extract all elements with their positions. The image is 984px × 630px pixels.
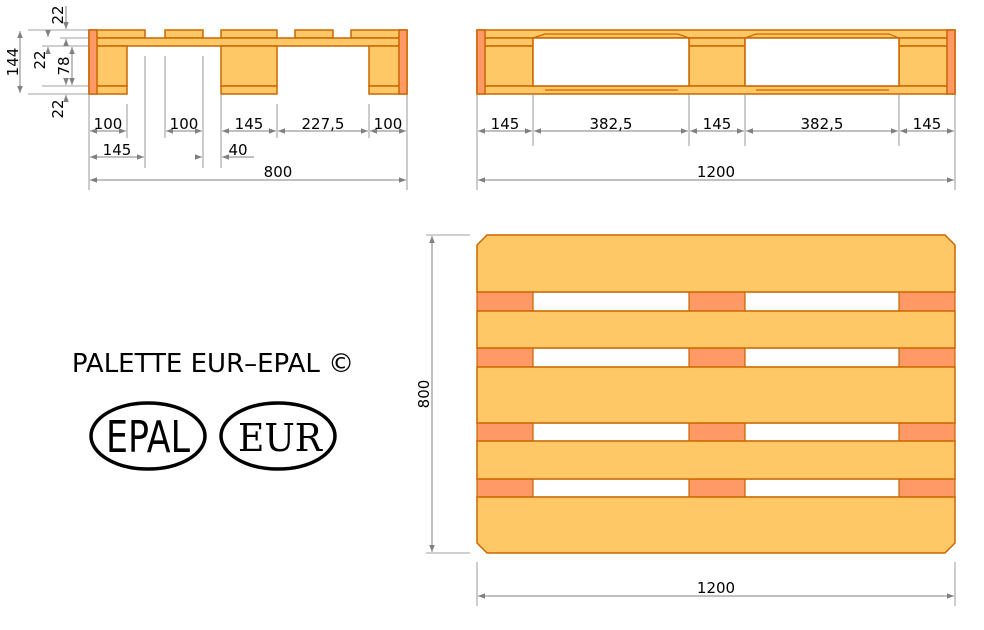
front-opening-1 xyxy=(532,37,690,87)
eur-logo: EUR xyxy=(219,401,337,471)
side-width-board-gap: 40 xyxy=(228,141,247,159)
front-block-1 xyxy=(476,45,534,87)
front-width-block-1: 145 xyxy=(491,115,520,133)
side-view: 144 22 22 78 22 100 100 145 227,5 xyxy=(4,5,408,190)
top-board-5 xyxy=(476,496,956,554)
side-width-gap-2: 227,5 xyxy=(302,115,345,133)
front-opening-2 xyxy=(744,37,900,87)
page-title: PALETTE EUR–EPAL © xyxy=(72,349,354,379)
side-height-middle-board: 22 xyxy=(31,50,49,69)
side-width-outer-2: 100 xyxy=(374,115,403,133)
front-width-block-3: 145 xyxy=(913,115,942,133)
top-board-2 xyxy=(476,310,956,349)
side-top-board-2 xyxy=(164,29,204,39)
side-height-block: 78 xyxy=(55,56,73,75)
front-end-cap-right xyxy=(946,29,956,95)
side-end-cap-right xyxy=(398,29,408,95)
side-end-cap-left xyxy=(88,29,98,95)
side-width-overall: 800 xyxy=(264,163,293,181)
front-width-opening-2: 382,5 xyxy=(801,115,844,133)
side-top-board-3 xyxy=(220,29,278,39)
top-width-dimension: 1200 xyxy=(697,579,735,597)
side-height-bottom-board: 22 xyxy=(49,99,67,118)
top-board-3 xyxy=(476,366,956,424)
eur-logo-text: EUR xyxy=(238,416,323,460)
top-height-dimension: 800 xyxy=(415,380,433,409)
side-width-gap: 100 xyxy=(170,115,199,133)
top-board-1 xyxy=(476,234,956,293)
front-width-block-2: 145 xyxy=(703,115,732,133)
top-view: 800 1200 xyxy=(415,234,956,606)
front-width-overall: 1200 xyxy=(697,163,735,181)
front-end-cap-left xyxy=(476,29,486,95)
epal-logo-text: EPAL xyxy=(106,412,190,463)
side-bottom-board-2 xyxy=(220,85,278,95)
epal-logo: EPAL xyxy=(89,401,207,471)
front-middle-board-2 xyxy=(688,37,746,47)
side-block-2 xyxy=(220,45,278,87)
front-view: 145 382,5 145 382,5 145 1200 xyxy=(476,29,956,190)
side-width-block: 145 xyxy=(103,141,132,159)
side-width-outer-1: 100 xyxy=(94,115,123,133)
side-top-board-4 xyxy=(294,29,334,39)
front-block-2 xyxy=(688,45,746,87)
side-height-top-board: 22 xyxy=(49,5,67,24)
top-board-4 xyxy=(476,440,956,480)
front-width-opening-1: 382,5 xyxy=(590,115,633,133)
side-width-center: 145 xyxy=(235,115,264,133)
side-middle-board xyxy=(88,37,408,47)
side-height-total: 144 xyxy=(4,48,22,77)
